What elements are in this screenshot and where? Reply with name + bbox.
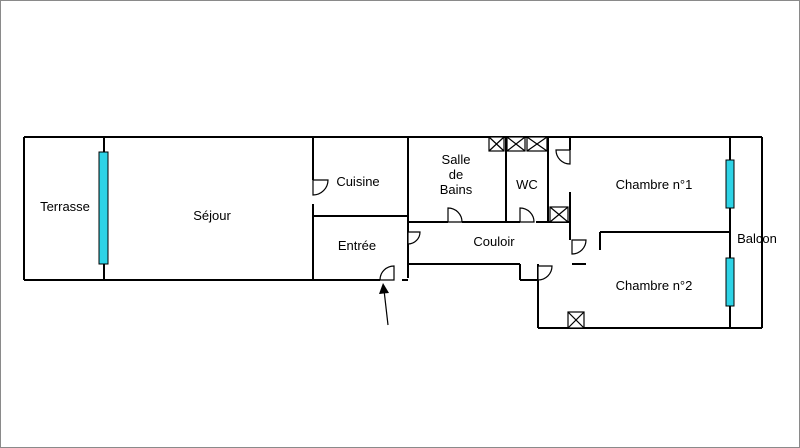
window-chambre1 [725,159,735,209]
room-labels: Terrasse Séjour Cuisine Salle de Bains W… [40,152,777,293]
room-label-chambre1: Chambre n°1 [616,177,693,192]
door-entree [379,265,395,281]
window-chambre2 [725,257,735,307]
doors [312,149,587,281]
room-label-sdb-3: Bains [440,182,473,197]
room-label-entree: Entrée [338,238,376,253]
vent-wc-top-a [506,136,526,152]
door-cuisine [312,179,329,196]
door-wc [519,207,535,223]
vent-sdb [488,136,505,152]
room-label-sejour: Séjour [193,208,231,223]
door-chambre1 [555,149,571,165]
windows [98,151,735,307]
vent-chambre2 [567,311,585,329]
vent-wc-bottom [549,206,569,223]
room-label-sdb-2: de [449,167,463,182]
window-terrasse [98,151,109,265]
walls [23,136,763,329]
room-label-couloir: Couloir [473,234,515,249]
door-sdb [447,207,463,223]
door-couloir-ch1 [571,239,587,255]
room-label-sdb-1: Salle [442,152,471,167]
door-entree-couloir [407,231,421,245]
room-label-cuisine: Cuisine [336,174,379,189]
room-label-wc: WC [516,177,538,192]
room-label-terrasse: Terrasse [40,199,90,214]
room-label-chambre2: Chambre n°2 [616,278,693,293]
room-label-balcon: Balcon [737,231,777,246]
entrance-arrow-icon [379,283,389,326]
vents [488,136,585,329]
vent-wc-top-b [526,136,548,152]
door-chambre2 [537,265,553,281]
